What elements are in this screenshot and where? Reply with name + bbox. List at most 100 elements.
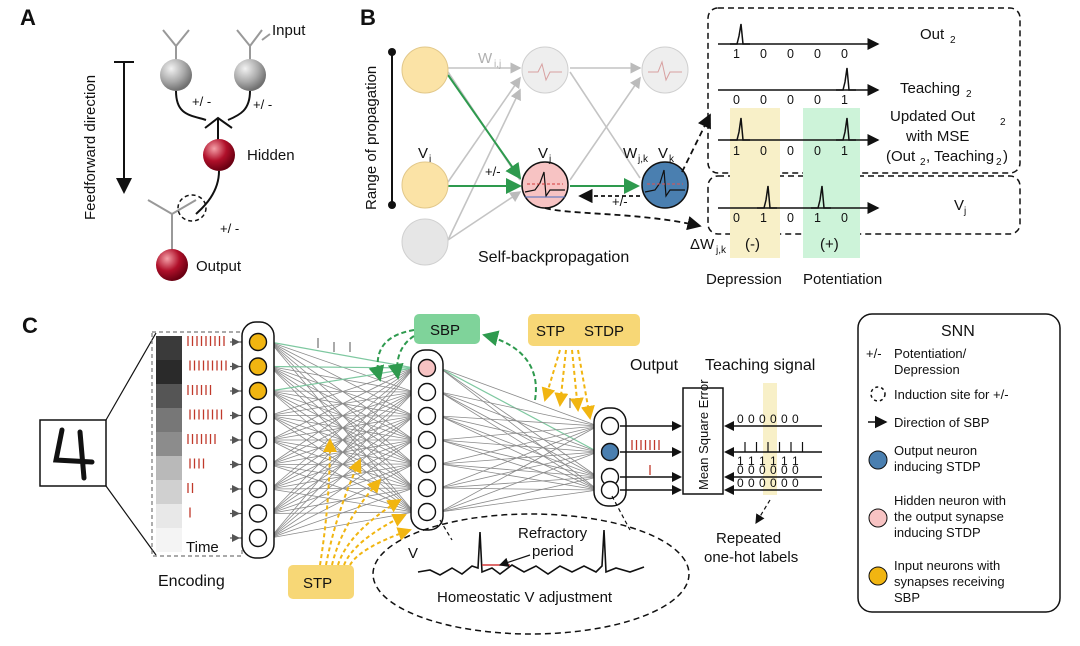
legend-input-neuron-icon [868,566,888,586]
train-arrowhead [232,387,240,395]
legend-hidden-neuron-icon [868,508,888,528]
synapse-hidden-output [439,439,599,478]
v-i-label: V i [418,145,431,165]
sbp-caption: Self-backpropagation [478,249,629,266]
trace-box-vj [707,175,1021,235]
hidden-neuron-c [417,358,437,378]
depression-label: Depression [706,271,782,288]
synapse-hidden-output [439,391,599,453]
legend-hidden-text-2: the output synapse [894,509,1004,524]
legend-direction-text: Direction of SBP [894,415,989,430]
neuron-b-input-mid [401,161,449,209]
feedforward-label: Feedforward direction [82,75,99,220]
svg-text:0: 0 [787,93,794,107]
stp-arrow [325,458,362,566]
svg-text:0: 0 [787,47,794,61]
legend-input-text-2: synapses receiving [894,574,1005,589]
refractory-arrow [498,554,531,567]
legend-input-text-3: SBP [894,590,920,605]
row-out2: 1 0 0 0 0 Out 2 [718,23,956,61]
legend-pm-text-2: Depression [894,362,960,377]
synapse-hidden-output [439,367,599,427]
gray-cell [156,432,182,456]
network-b-connections [447,62,642,241]
mse-box [682,387,724,495]
repeated-label-2: one-hot labels [704,549,798,566]
input-axons [175,90,251,129]
encoding-label: Encoding [158,573,225,590]
svg-text:j,k: j,k [637,154,649,165]
svg-text:j: j [963,206,966,217]
stp-stdp-box [528,314,640,346]
svg-text:2: 2 [966,89,972,100]
w-jk-label: W j,k [623,145,649,165]
network-c-neurons [248,332,620,548]
homeostatic-label: Homeostatic V adjustment [437,589,613,606]
synapse-input-hidden [269,511,415,539]
input-neuron [248,455,268,474]
svg-text:V: V [418,145,428,162]
svg-text:2: 2 [920,157,926,168]
stp-bottom-label: STP [303,575,332,592]
teaching-arrowhead [724,447,734,457]
svg-text:0: 0 [787,144,794,158]
repeated-label-1: Repeated [716,530,781,547]
vk-to-trace-arrow [681,113,711,173]
potentiation-label: Potentiation [803,271,882,288]
teaching-bits: 1 1 1 1 1 1 [737,454,799,468]
output-arrowhead [672,447,682,457]
synapse-hidden-output [439,367,599,453]
sign-label-vi-vj: +/- [485,164,501,179]
time-label: Time [186,539,219,556]
gray-cell [156,384,182,408]
stdp-label: STDP [584,323,624,340]
synapse-hidden-output [439,415,599,478]
svg-text:2: 2 [996,157,1002,168]
output-neuron-c [600,480,620,500]
svg-text:0: 0 [814,47,821,61]
legend-output-neuron-icon [868,450,888,470]
stp-arrow [331,478,382,566]
synapse-hidden-output [439,425,599,465]
synapse-hidden-output [439,425,599,441]
plus-label: (+) [820,236,839,253]
teaching-bits: 0 0 0 0 0 0 [737,463,799,477]
train-arrowhead [232,460,240,469]
input-neuron [248,430,268,450]
synapse-hidden-output [439,451,599,489]
neuron-b-input-top [401,46,449,94]
legend-pm-symbol: +/- [866,346,882,361]
train-arrowhead [232,485,240,493]
output-arrowhead [672,472,682,482]
svg-text:V: V [538,145,548,162]
svg-text:Teaching: Teaching [900,80,960,97]
output-dendrites [147,199,197,252]
repeated-pointer [755,499,771,525]
synapse-hidden-output [439,451,599,513]
panel-b: B Range of propagation [360,5,1021,288]
teaching-arrowhead [724,421,734,431]
input-dendrites [162,29,271,62]
synapse-hidden-output [439,451,599,465]
svg-text:with MSE: with MSE [905,128,969,145]
legend-output-text-1: Output neuron [894,443,977,458]
minus-label: (-) [745,236,760,253]
synapse-input-hidden [269,367,415,490]
output-neuron-c [600,442,620,462]
svg-text:V: V [954,197,964,214]
train-arrowhead [232,509,240,518]
svg-text:1: 1 [841,144,848,158]
refractory-label-2: period [532,543,574,560]
svg-text:0: 0 [814,144,821,158]
output-spike-trains [620,421,682,495]
teaching-arrowhead [724,472,734,482]
panel-label-a: A [20,5,36,30]
digit-four-glyph [52,427,95,481]
v-k-label: V k [658,145,675,165]
sign-label-left: +/ - [192,94,211,109]
trace-box-top [707,7,1021,174]
stdp-arrow [577,349,595,420]
network-b-green-connections [447,74,640,194]
v-label: V [408,545,418,562]
svg-text:W: W [623,145,638,162]
